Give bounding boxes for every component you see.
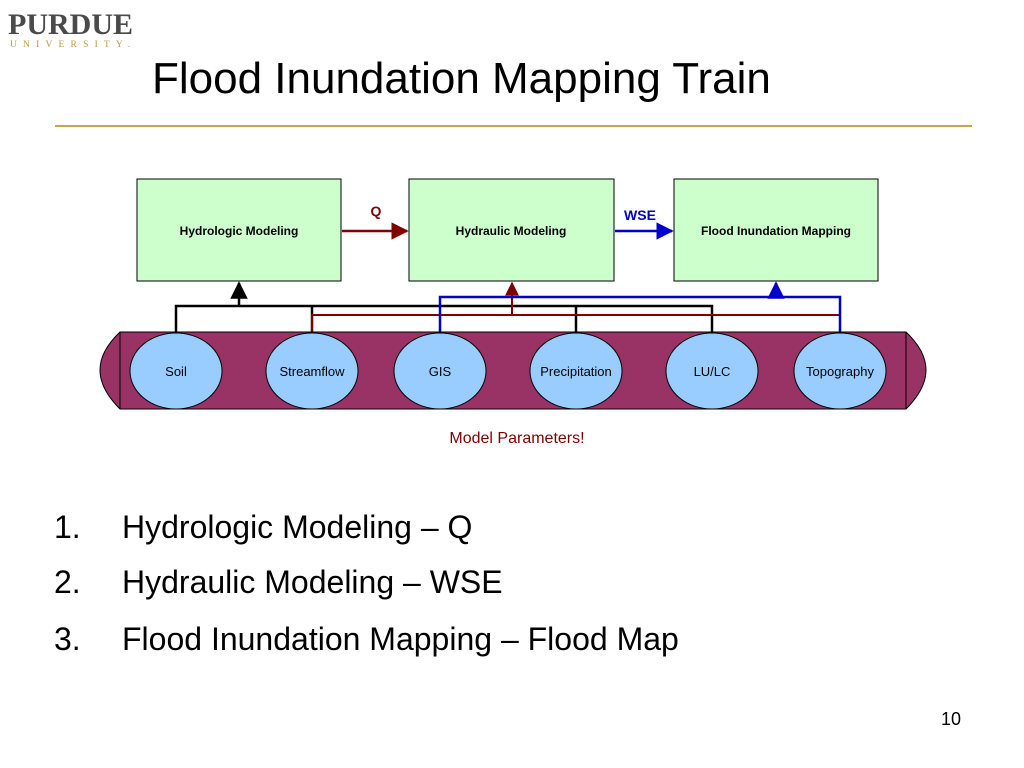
list-marker: 1. bbox=[54, 509, 81, 545]
diagram-caption: Model Parameters! bbox=[449, 430, 584, 447]
param-label: Precipitation bbox=[540, 364, 612, 379]
process-box-label: Hydraulic Modeling bbox=[456, 224, 567, 238]
page-number: 10 bbox=[941, 709, 961, 729]
connector-hydraulic bbox=[311, 281, 839, 332]
param-label: Topography bbox=[806, 364, 874, 379]
list-item: 3. Flood Inundation Mapping – Flood Map bbox=[54, 621, 679, 657]
process-box-hydrologic: Hydrologic Modeling bbox=[136, 178, 342, 282]
process-box-label: Flood Inundation Mapping bbox=[701, 224, 851, 238]
param-label: LU/LC bbox=[694, 364, 731, 379]
param-label: GIS bbox=[429, 364, 452, 379]
param-topography: Topography bbox=[793, 332, 887, 410]
param-precipitation: Precipitation bbox=[529, 332, 623, 410]
page-title: Flood Inundation Mapping Train bbox=[152, 54, 771, 103]
process-box-flood-mapping: Flood Inundation Mapping bbox=[673, 178, 879, 282]
list-item: 1. Hydrologic Modeling – Q bbox=[54, 509, 472, 545]
process-box-label: Hydrologic Modeling bbox=[180, 224, 299, 238]
param-label: Soil bbox=[165, 364, 187, 379]
numbered-list: 1. Hydrologic Modeling – Q 2. Hydraulic … bbox=[54, 509, 679, 657]
param-soil: Soil bbox=[129, 332, 223, 410]
list-item-text: Hydraulic Modeling – WSE bbox=[122, 564, 503, 600]
connector-hydrologic bbox=[174, 281, 714, 332]
connector-flood-mapping bbox=[438, 281, 842, 332]
flow-label-wse: WSE bbox=[624, 207, 656, 223]
list-marker: 3. bbox=[54, 621, 81, 657]
process-box-hydraulic: Hydraulic Modeling bbox=[408, 178, 615, 282]
list-marker: 2. bbox=[54, 564, 81, 600]
logo-wordmark: PURDUE bbox=[8, 8, 133, 41]
logo-subtitle: UNIVERSITY. bbox=[10, 40, 136, 50]
list-item: 2. Hydraulic Modeling – WSE bbox=[54, 564, 503, 600]
list-item-text: Hydrologic Modeling – Q bbox=[122, 509, 472, 545]
param-lulc: LU/LC bbox=[665, 332, 759, 410]
flow-label-q: Q bbox=[371, 203, 382, 219]
param-gis: GIS bbox=[393, 332, 487, 410]
param-label: Streamflow bbox=[279, 364, 345, 379]
list-item-text: Flood Inundation Mapping – Flood Map bbox=[122, 621, 679, 657]
param-streamflow: Streamflow bbox=[265, 332, 359, 410]
purdue-logo: PURDUE UNIVERSITY. bbox=[8, 8, 136, 50]
